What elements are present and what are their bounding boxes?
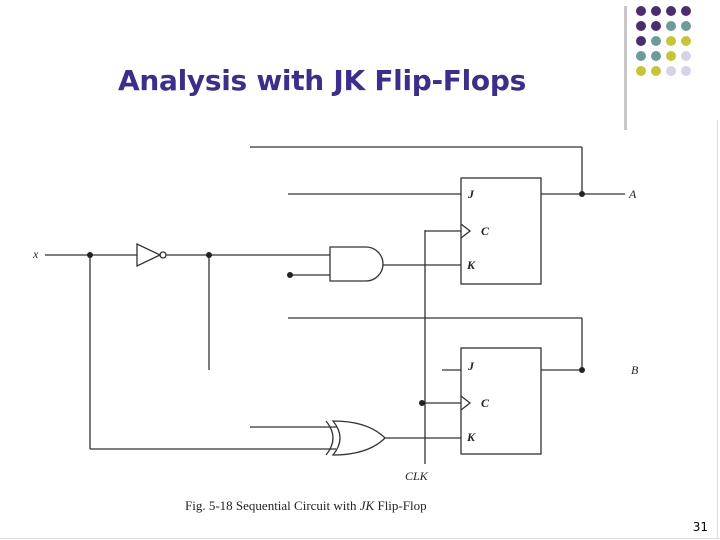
decorative-dot [651, 6, 661, 16]
figure-caption: Fig. 5-18 Sequential Circuit with JK Fli… [185, 498, 427, 513]
decorative-dot [681, 66, 691, 76]
decorative-dot [636, 36, 646, 46]
slide-frame-bottom [0, 538, 720, 539]
decorative-dot [681, 51, 691, 61]
junction-inverted-x [206, 252, 212, 258]
caption-prefix: Fig. 5-18 Sequential Circuit with [185, 498, 360, 513]
label-clock: CLK [405, 469, 429, 483]
xor-gate-back-curve [325, 420, 334, 456]
inverter-gate [136, 242, 162, 268]
label-input-x: x [32, 247, 39, 261]
decorative-dot [651, 66, 661, 76]
decorative-dot [681, 21, 691, 31]
decorative-dot [636, 6, 646, 16]
junction-clock [419, 400, 425, 406]
and-gate [329, 246, 384, 282]
ff-a-j-label: J [467, 187, 475, 201]
decorative-dot-grid [636, 6, 714, 110]
ff-a-clock-triangle [460, 223, 472, 239]
xor-gate-body [331, 420, 386, 456]
decorative-dot [666, 6, 676, 16]
ff-b-c-label: C [481, 396, 490, 410]
junction-and-input [287, 272, 293, 278]
caption-emphasis: JK [360, 498, 376, 513]
junction-a [579, 191, 585, 197]
decorative-dot [666, 36, 676, 46]
decorative-dot [636, 21, 646, 31]
slide-frame-right [717, 120, 718, 538]
label-output-a: A [628, 187, 637, 201]
decorative-dot [666, 21, 676, 31]
page-number: 31 [692, 520, 708, 534]
junction-x [87, 252, 93, 258]
caption-suffix: Flip-Flop [374, 498, 426, 513]
ff-a-k-label: K [466, 258, 476, 272]
ff-b-k-label: K [466, 430, 476, 444]
flip-flop-b [460, 347, 542, 455]
decorative-dot [666, 66, 676, 76]
ff-a-c-label: C [481, 224, 490, 238]
junction-b [579, 367, 585, 373]
label-output-b: B [631, 363, 639, 377]
decorative-dot [651, 21, 661, 31]
decorative-dot [651, 51, 661, 61]
ff-b-clock-triangle [460, 395, 472, 411]
decorative-dot [636, 66, 646, 76]
decorative-dot [651, 36, 661, 46]
decorative-dot [681, 6, 691, 16]
decorative-dot [681, 36, 691, 46]
decorative-dot [636, 51, 646, 61]
decorative-dot [666, 51, 676, 61]
decorative-divider [624, 6, 627, 130]
ff-b-j-label: J [467, 359, 475, 373]
slide-title: Analysis with JK Flip-Flops [118, 64, 526, 97]
